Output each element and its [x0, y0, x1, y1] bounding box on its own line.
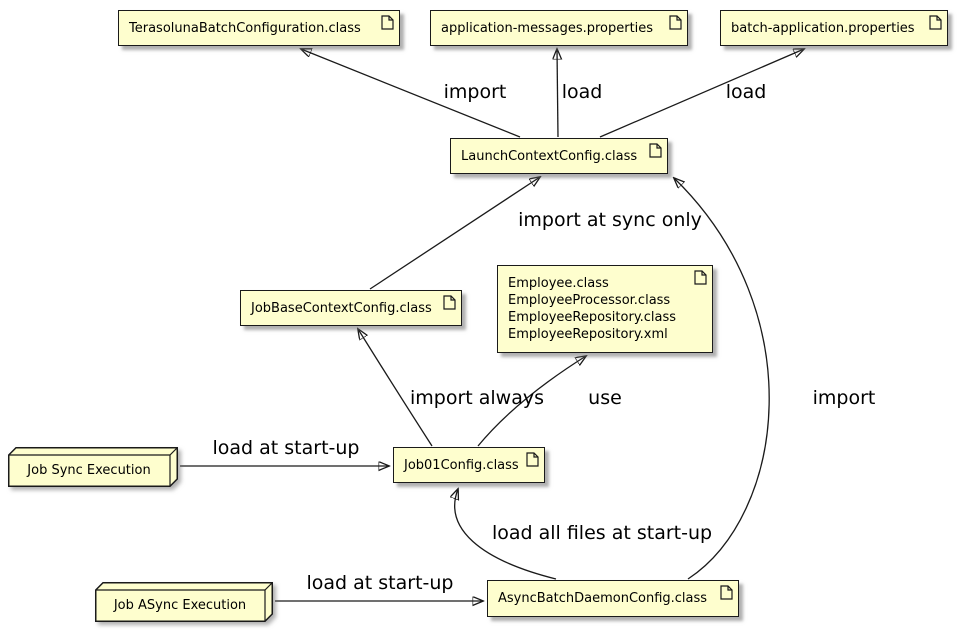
- node-label: Job Sync Execution: [27, 463, 151, 478]
- file-node-line: EmployeeRepository.class: [508, 310, 677, 325]
- file-node-async-batch-daemon-config: AsyncBatchDaemonConfig.class: [487, 580, 739, 617]
- file-node-job-base-context-config: JobBaseContextConfig.class: [240, 290, 462, 326]
- file-node-label: TerasolunaBatchConfiguration.class: [129, 20, 361, 36]
- file-node-line: Employee.class: [508, 276, 609, 291]
- file-node-job01-config: Job01Config.class: [393, 447, 545, 483]
- edge-label-load-all-files: load all files at start-up: [491, 522, 713, 544]
- node3d-shape: [8, 447, 178, 487]
- edge-label-load-at-startup-sync: load at start-up: [212, 437, 360, 459]
- node-label: Job ASync Execution: [113, 598, 247, 613]
- file-node-employee-files: Employee.class EmployeeProcessor.class E…: [497, 265, 713, 353]
- file-icon: [929, 15, 942, 30]
- edge-load-messages: [557, 49, 558, 138]
- file-node-label: JobBaseContextConfig.class: [251, 300, 432, 316]
- file-node-application-messages: application-messages.properties: [430, 10, 688, 46]
- file-icon: [649, 143, 662, 158]
- edge-label-import-terasoluna: import: [443, 81, 507, 103]
- edge-import-async: [674, 178, 770, 580]
- file-node-label: LaunchContextConfig.class: [461, 148, 638, 164]
- file-node-label: application-messages.properties: [441, 20, 654, 36]
- file-node-label: Job01Config.class: [404, 457, 519, 473]
- file-node-line: EmployeeProcessor.class: [508, 293, 671, 308]
- edge-label-use: use: [588, 387, 622, 409]
- node-job-async-execution: Job ASync Execution: [95, 582, 273, 622]
- file-icon: [381, 15, 394, 30]
- edge-label-import-always: import always: [409, 387, 545, 409]
- file-node-line: EmployeeRepository.xml: [508, 327, 668, 342]
- file-icon: [669, 15, 682, 30]
- file-node-batch-application: batch-application.properties: [720, 10, 948, 46]
- edge-label-load-at-startup-async: load at start-up: [306, 572, 454, 594]
- edge-label-load-messages: load: [561, 81, 603, 103]
- edge-label-load-batch-application: load: [725, 81, 767, 103]
- file-icon: [694, 270, 707, 285]
- file-icon: [526, 452, 539, 467]
- edge-label-import-async: import: [812, 387, 876, 409]
- file-icon: [443, 295, 456, 310]
- edge-label-import-at-sync-only: import at sync only: [518, 209, 702, 231]
- file-node-terasoluna-batch-configuration: TerasolunaBatchConfiguration.class: [118, 10, 400, 46]
- file-node-launch-context-config: LaunchContextConfig.class: [450, 138, 668, 174]
- file-node-label: AsyncBatchDaemonConfig.class: [498, 591, 708, 606]
- node3d-shape: [95, 582, 273, 622]
- file-icon: [720, 585, 733, 600]
- edge-load-batch-application: [599, 49, 804, 138]
- file-node-label: batch-application.properties: [731, 20, 915, 36]
- node-job-sync-execution: Job Sync Execution: [8, 447, 178, 487]
